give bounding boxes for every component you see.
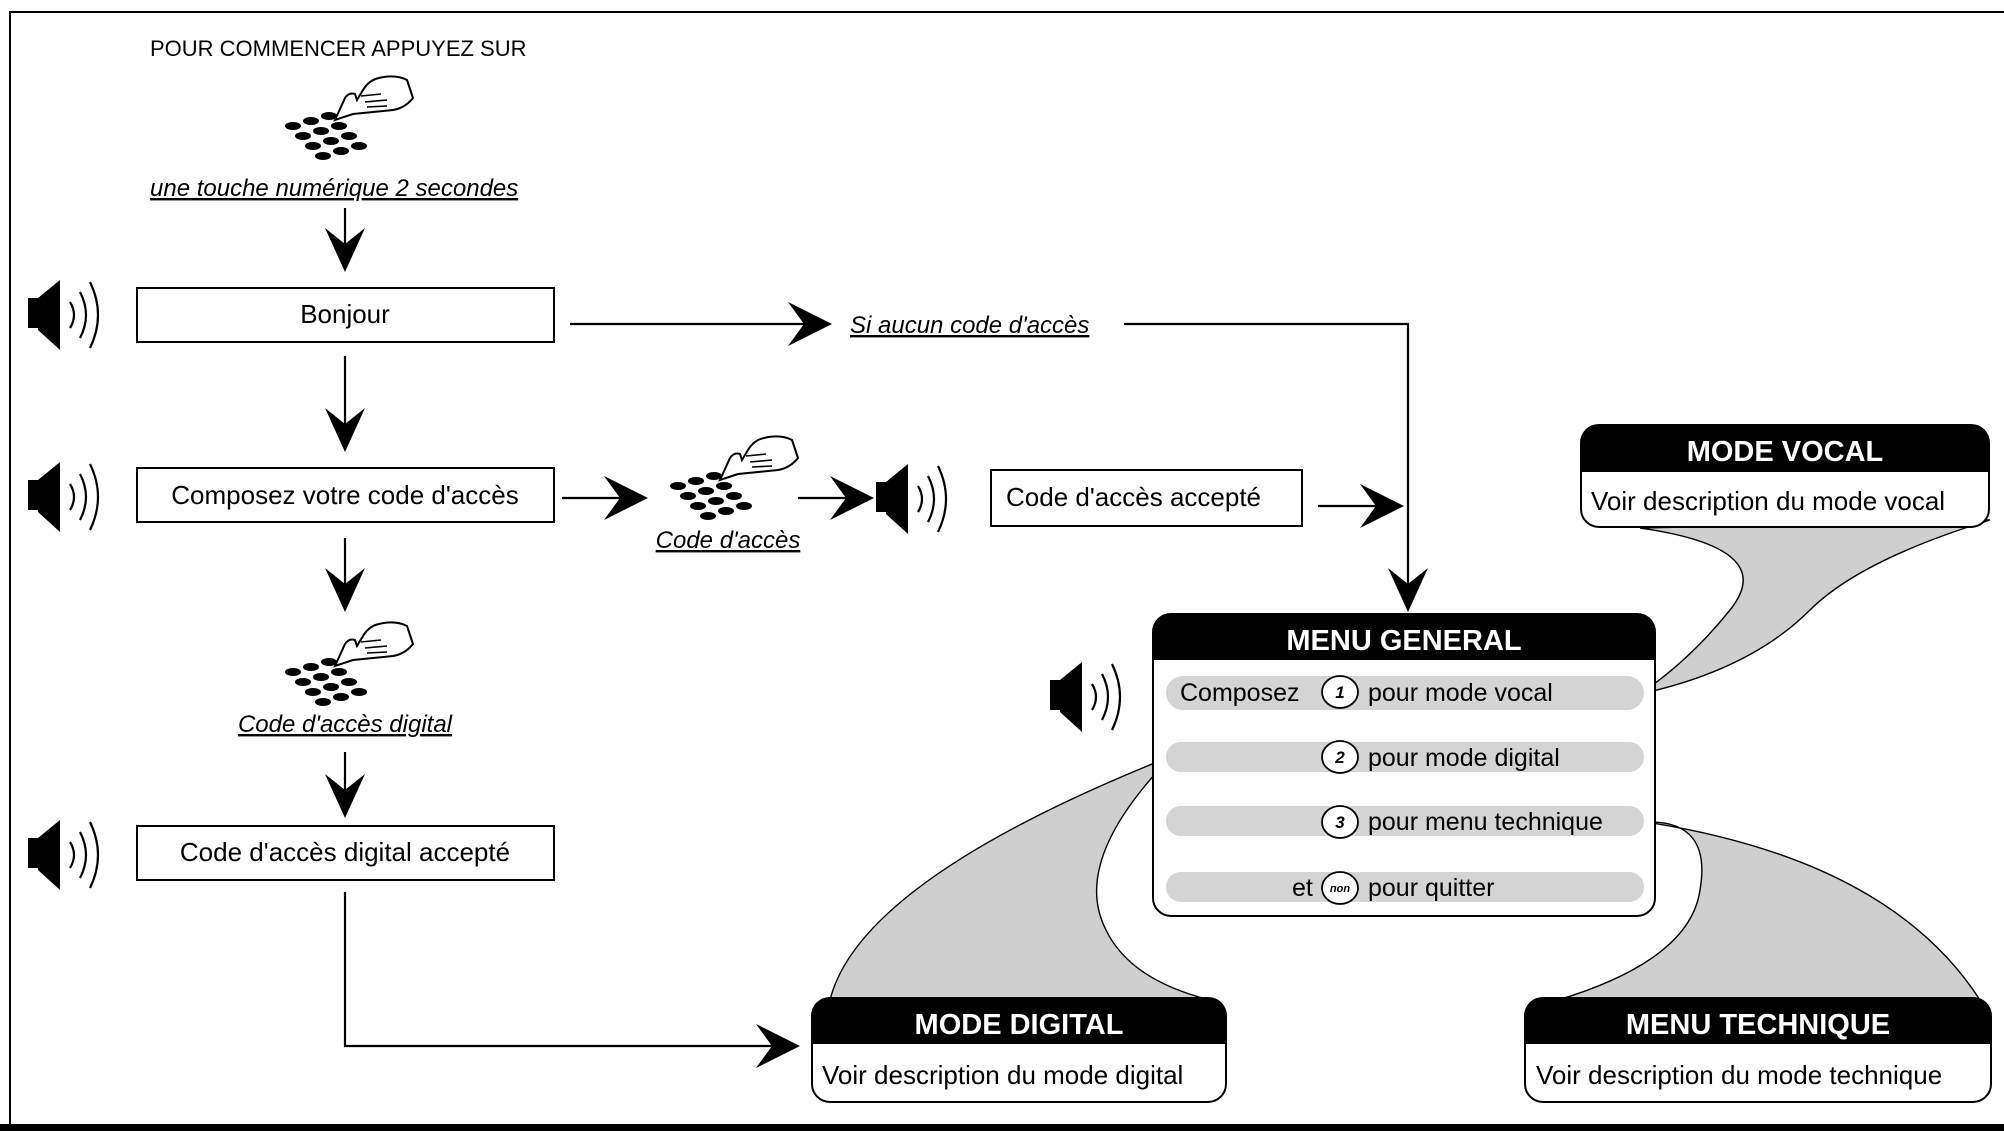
menu-general-title: MENU GENERAL <box>1286 625 1521 657</box>
menu-row-2-label: pour mode digital <box>1368 744 1560 772</box>
menu-row-3-label: pour menu technique <box>1368 808 1603 836</box>
mode-vocal-title: MODE VOCAL <box>1687 436 1884 468</box>
menu-row-4-key: non <box>1330 883 1350 895</box>
key-non-icon <box>1321 871 1359 905</box>
menu-technique-description: Voir description du mode technique <box>1536 1060 1942 1090</box>
code-accepted-box <box>990 469 1303 527</box>
mode-digital-title: MODE DIGITAL <box>915 1009 1124 1041</box>
menu-row-2-key: 2 <box>1334 748 1345 767</box>
speaker-icon <box>874 462 948 536</box>
key-3-icon <box>1321 805 1359 839</box>
digital-accepted-label: Code d'accès digital accepté <box>180 837 510 867</box>
start-heading: POUR COMMENCER APPUYEZ SUR <box>150 36 527 61</box>
access-code-caption: Code d'accès <box>656 527 801 554</box>
no-code-caption: Si aucun code d'accès <box>850 312 1089 339</box>
menu-technique-title: MENU TECHNIQUE <box>1626 1009 1890 1041</box>
frame-bottom-bar <box>0 1124 2004 1131</box>
mode-vocal-header <box>1581 425 1989 472</box>
compose-label: Composez votre code d'accès <box>171 480 518 510</box>
mode-digital-description: Voir description du mode digital <box>822 1060 1183 1090</box>
bonjour-label: Bonjour <box>300 299 390 329</box>
menu-general-header <box>1153 614 1655 660</box>
menu-technique-header <box>1525 998 1991 1044</box>
speaker-icon <box>26 818 100 892</box>
menu-row-4-label: pour quitter <box>1368 874 1494 902</box>
key-1-icon <box>1321 675 1359 709</box>
compose-box <box>136 467 555 523</box>
menu-row-4-prefix: et <box>1292 874 1313 902</box>
mode-vocal-description: Voir description du mode vocal <box>1591 486 1945 516</box>
speaker-icon <box>26 460 100 534</box>
keypad-hand-icon <box>284 621 414 707</box>
menu-row-1-label: pour mode vocal <box>1368 679 1553 707</box>
frame-border <box>9 11 2004 1128</box>
menu-row-3-key: 3 <box>1335 813 1345 832</box>
menu-row-4[interactable]: et non pour quitter <box>1166 871 1644 905</box>
menu-row-1-key: 1 <box>1335 683 1344 702</box>
speaker-icon <box>1048 660 1122 734</box>
keypad-caption: une touche numérique 2 secondes <box>150 175 518 202</box>
callout-tail-vocal <box>1639 519 1991 695</box>
connector-nocode-menu <box>1124 322 1410 598</box>
connector-digital-mode <box>343 892 790 1048</box>
keypad-hand-icon <box>284 75 414 161</box>
callout-tail-technique <box>1557 821 1982 1001</box>
keypad-hand-icon <box>669 435 799 521</box>
bonjour-box <box>136 287 555 343</box>
menu-row-1-prefix: Composez <box>1180 679 1300 707</box>
key-2-icon <box>1321 740 1359 774</box>
digital-accepted-box <box>136 825 555 881</box>
menu-row-1[interactable]: Composez 1 pour mode vocal <box>1166 675 1644 710</box>
callout-tail-digital <box>829 755 1211 1001</box>
menu-row-2[interactable]: 2 pour mode digital <box>1166 740 1644 774</box>
speaker-icon <box>26 278 100 352</box>
digital-code-caption: Code d'accès digital <box>238 711 453 738</box>
menu-row-3[interactable]: 3 pour menu technique <box>1166 805 1644 839</box>
mode-digital-header <box>812 998 1226 1044</box>
code-accepted-label: Code d'accès accepté <box>1006 482 1261 512</box>
